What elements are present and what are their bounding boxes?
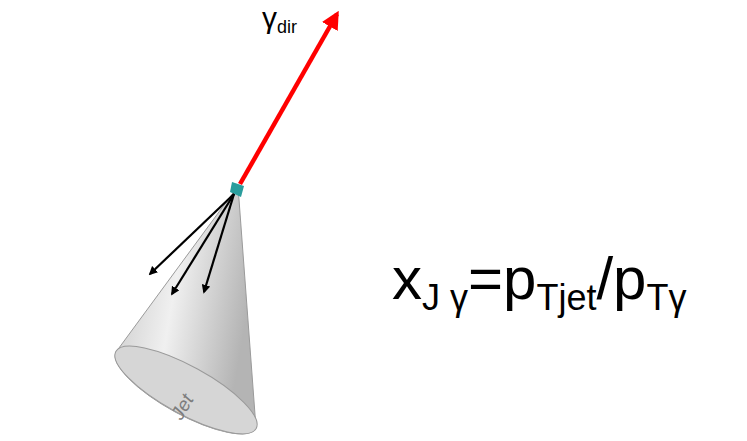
particle-arrow bbox=[204, 194, 234, 292]
symbol: γ bbox=[262, 1, 277, 34]
subscript: Tγ bbox=[647, 277, 687, 318]
photon-label: γdir bbox=[262, 0, 297, 40]
symbol: /p bbox=[596, 245, 646, 312]
symbol: x bbox=[392, 245, 422, 312]
subscript: Tjet bbox=[536, 277, 596, 318]
subscript: J γ bbox=[422, 277, 468, 318]
symbol: =p bbox=[468, 245, 536, 312]
cone-base bbox=[104, 331, 267, 441]
subscript: dir bbox=[277, 17, 297, 37]
photon-arrow bbox=[240, 14, 337, 184]
particle-arrow bbox=[172, 194, 234, 294]
jet-cone: Jet bbox=[100, 170, 270, 441]
formula: xJ γ=pTjet/pTγ bbox=[392, 249, 687, 317]
